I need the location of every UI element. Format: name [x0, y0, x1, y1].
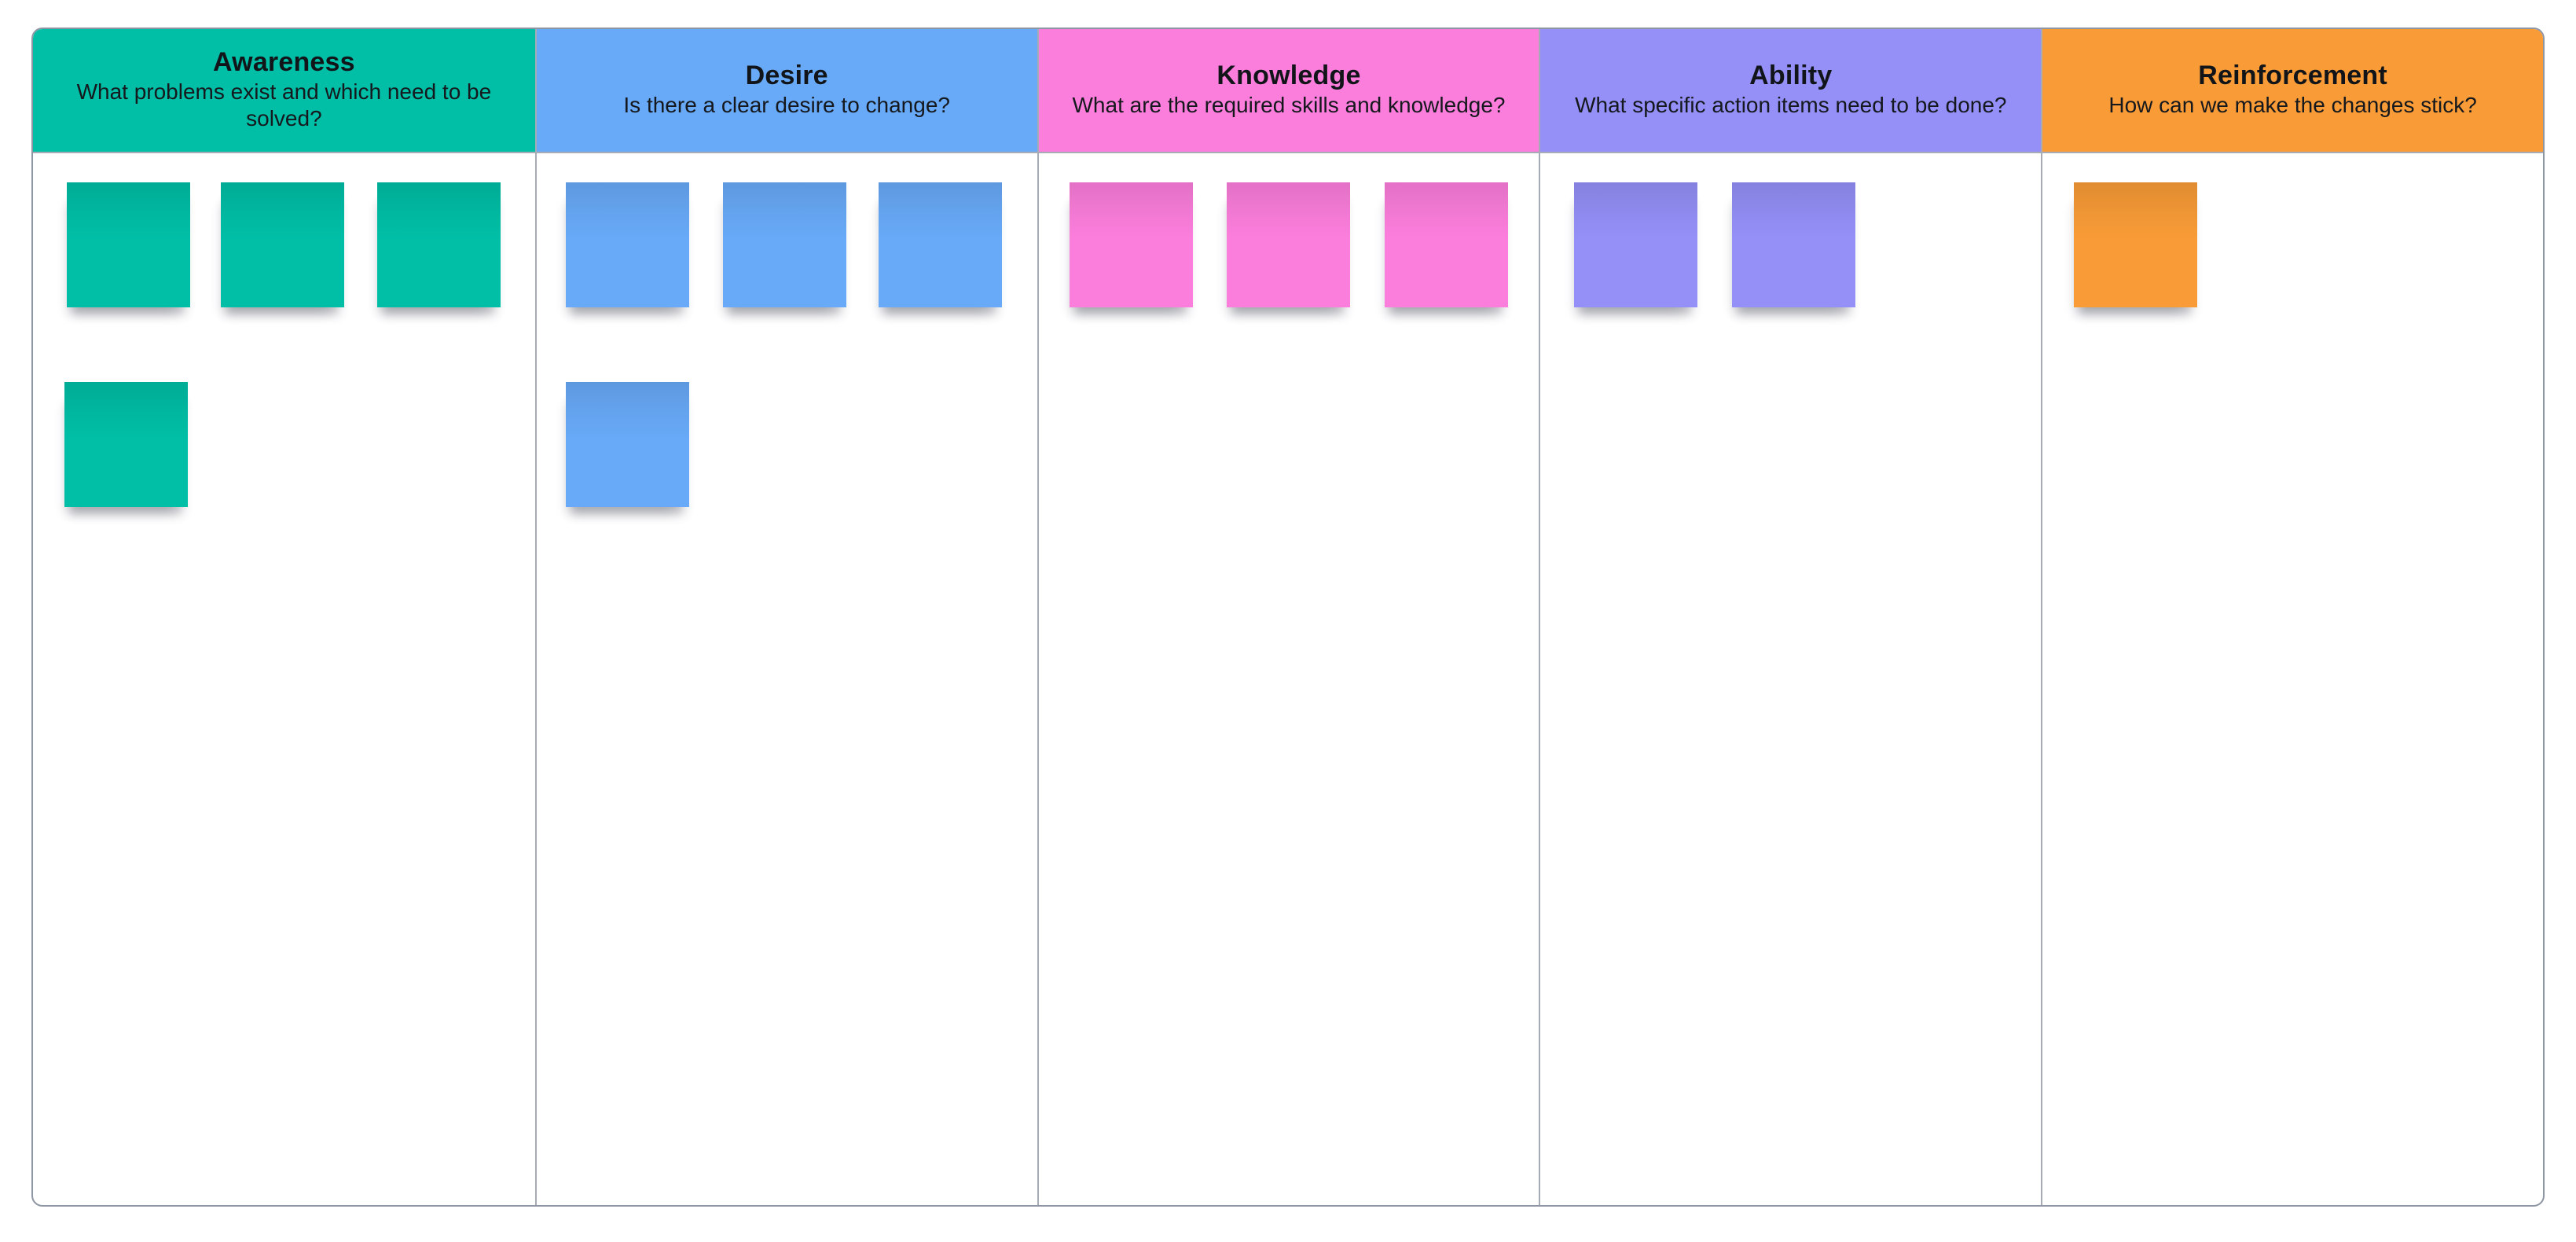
sticky-note[interactable] — [878, 182, 1002, 307]
column-question: What are the required skills and knowled… — [1072, 93, 1506, 117]
column-body-knowledge — [1039, 153, 1539, 1205]
sticky-note[interactable] — [67, 182, 190, 307]
column-title: Awareness — [213, 47, 355, 77]
sticky-note[interactable] — [2074, 182, 2198, 307]
sticky-note[interactable] — [1384, 182, 1508, 307]
column-question: What specific action items need to be do… — [1575, 93, 2007, 117]
sticky-note[interactable] — [1069, 182, 1193, 307]
sticky-note[interactable] — [64, 382, 188, 507]
sticky-note[interactable] — [221, 182, 344, 307]
column-reinforcement: Reinforcement How can we make the change… — [2041, 29, 2543, 1205]
sticky-note[interactable] — [1732, 182, 1856, 307]
column-title: Ability — [1749, 61, 1833, 90]
adkar-board: Awareness What problems exist and which … — [31, 28, 2545, 1207]
column-knowledge: Knowledge What are the required skills a… — [1037, 29, 1539, 1205]
column-question: Is there a clear desire to change? — [623, 93, 950, 117]
column-header-ability[interactable]: Ability What specific action items need … — [1540, 29, 2042, 153]
column-title: Desire — [745, 61, 828, 90]
column-header-knowledge[interactable]: Knowledge What are the required skills a… — [1038, 29, 1539, 153]
column-question: How can we make the changes stick? — [2108, 93, 2477, 117]
column-awareness: Awareness What problems exist and which … — [33, 29, 535, 1205]
sticky-note[interactable] — [1226, 182, 1350, 307]
column-body-awareness — [33, 153, 535, 1205]
column-body-ability — [1540, 153, 2041, 1205]
column-body-reinforcement — [2042, 153, 2543, 1205]
sticky-note[interactable] — [722, 182, 846, 307]
column-title: Knowledge — [1216, 61, 1361, 90]
column-ability: Ability What specific action items need … — [1539, 29, 2042, 1205]
column-header-reinforcement[interactable]: Reinforcement How can we make the change… — [2042, 29, 2543, 153]
sticky-note[interactable] — [377, 182, 501, 307]
column-header-desire[interactable]: Desire Is there a clear desire to change… — [536, 29, 1037, 153]
sticky-note[interactable] — [1574, 182, 1698, 307]
column-header-awareness[interactable]: Awareness What problems exist and which … — [33, 29, 535, 153]
sticky-note[interactable] — [565, 182, 689, 307]
column-desire: Desire Is there a clear desire to change… — [534, 29, 1037, 1205]
sticky-note[interactable] — [565, 382, 689, 507]
column-title: Reinforcement — [2198, 61, 2387, 90]
column-question: What problems exist and which need to be… — [76, 79, 492, 130]
column-body-desire — [537, 153, 1037, 1205]
